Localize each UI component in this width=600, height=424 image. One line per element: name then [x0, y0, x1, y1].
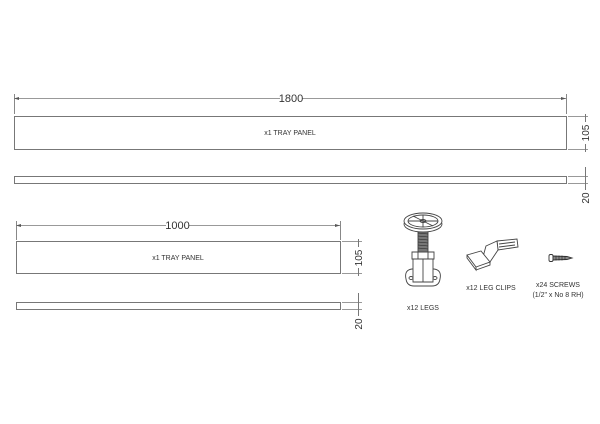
leg-clip-icon [466, 238, 519, 272]
panel-short-group: 1000 x1 TRAY PANEL 105 20 [16, 220, 365, 330]
panel-long-group: 1800 x1 TRAY PANEL 105 20 [14, 93, 592, 204]
height-dimension-105: 105 [342, 239, 365, 276]
legs-label: x12 LEGS [407, 305, 439, 312]
width-dimension-1800: 1800 [14, 93, 566, 105]
dimension-label: 1800 [279, 93, 303, 105]
dimension-label: 20 [581, 192, 592, 204]
thickness-dimension-20: 20 [568, 167, 592, 204]
panel-label: x1 TRAY PANEL [152, 255, 204, 262]
dimension-label: 20 [354, 318, 365, 330]
height-dimension-105: 105 [568, 114, 592, 152]
tray-panel-edge [14, 176, 567, 184]
tray-panel-face [14, 116, 567, 150]
panel-label: x1 TRAY PANEL [264, 130, 316, 137]
dimension-label: 1000 [165, 220, 189, 232]
leg-clips-label: x12 LEG CLIPS [466, 285, 516, 292]
screws-label: x24 SCREWS [536, 282, 580, 289]
dimension-label: 105 [581, 124, 592, 141]
tray-panel-edge [16, 302, 341, 310]
screws-spec-label: (1/2" x No 8 RH) [532, 292, 583, 299]
screw-icon [548, 254, 574, 262]
dimension-label: 105 [354, 249, 365, 266]
width-dimension-1000: 1000 [16, 220, 340, 232]
adjustable-leg-icon [403, 212, 443, 287]
tray-panel-face [16, 241, 341, 274]
thickness-dimension-20: 20 [342, 293, 365, 330]
